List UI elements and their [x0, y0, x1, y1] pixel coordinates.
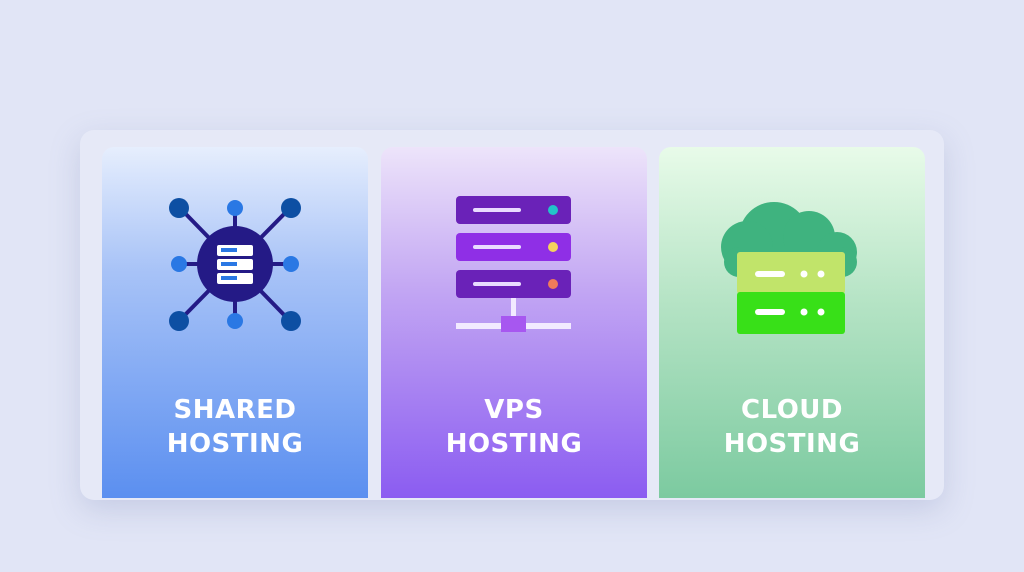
card-title: SHARED HOSTING: [102, 393, 368, 461]
title-line-1: CLOUD: [740, 395, 844, 425]
title-line-1: SHARED: [173, 395, 297, 425]
title-line-2: HOSTING: [166, 429, 304, 459]
title-line-2: HOSTING: [445, 429, 583, 459]
cloud-server-icon: [721, 202, 857, 334]
shared-hosting-card[interactable]: SHARED HOSTING: [102, 147, 368, 498]
vps-hosting-card[interactable]: VPS HOSTING: [381, 147, 647, 498]
card-title: CLOUD HOSTING: [659, 393, 925, 461]
cloud-hosting-card[interactable]: CLOUD HOSTING: [659, 147, 925, 498]
server-rack-icon: [456, 196, 571, 332]
network-server-icon: [169, 198, 301, 331]
title-line-2: HOSTING: [723, 429, 861, 459]
card-title: VPS HOSTING: [381, 393, 647, 461]
title-line-1: VPS: [484, 395, 544, 425]
